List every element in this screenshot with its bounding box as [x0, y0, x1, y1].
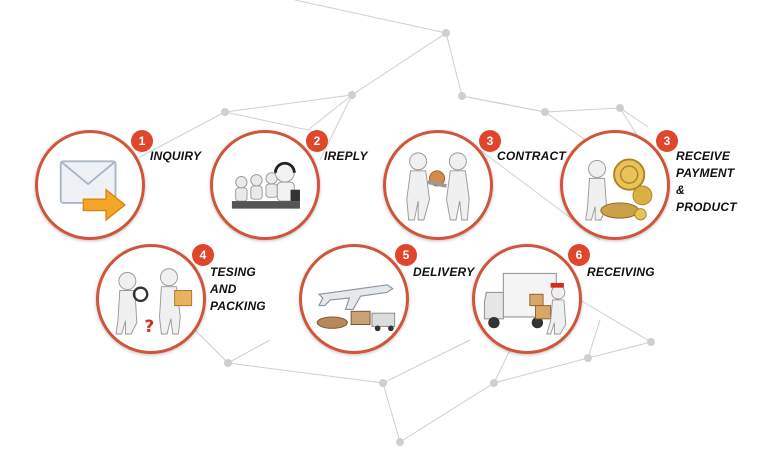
- moving-truck-icon: [475, 247, 579, 351]
- delivery-circle: [299, 244, 409, 354]
- handshake-figures-icon: [386, 133, 490, 237]
- airplane-truck-icon: [302, 247, 406, 351]
- inquiry-circle: [35, 130, 145, 240]
- step-number-badge: 4: [192, 244, 214, 266]
- step-label: IREPLY: [324, 148, 368, 165]
- contract-circle: [383, 130, 493, 240]
- receiving-circle: [472, 244, 582, 354]
- step-label: DELIVERY: [413, 264, 474, 281]
- step-label: INQUIRY: [150, 148, 201, 165]
- reply-circle: [210, 130, 320, 240]
- step-label: RECEIVING: [587, 264, 655, 281]
- step-number-badge: 3: [656, 130, 678, 152]
- svg-text:?: ?: [144, 317, 154, 337]
- payment-circle: [560, 130, 670, 240]
- inspection-figures-icon: ?: [99, 247, 203, 351]
- envelope-arrow-icon: [38, 133, 142, 237]
- step-number-badge: 5: [395, 244, 417, 266]
- step-label: TESING AND PACKING: [210, 264, 266, 315]
- step-label: CONTRACT: [497, 148, 566, 165]
- step-number-badge: 6: [568, 244, 590, 266]
- step-label: RECEIVE PAYMENT & PRODUCT: [676, 148, 737, 216]
- call-center-icon: [213, 133, 317, 237]
- testing-circle: ?: [96, 244, 206, 354]
- gold-coins-icon: [563, 133, 667, 237]
